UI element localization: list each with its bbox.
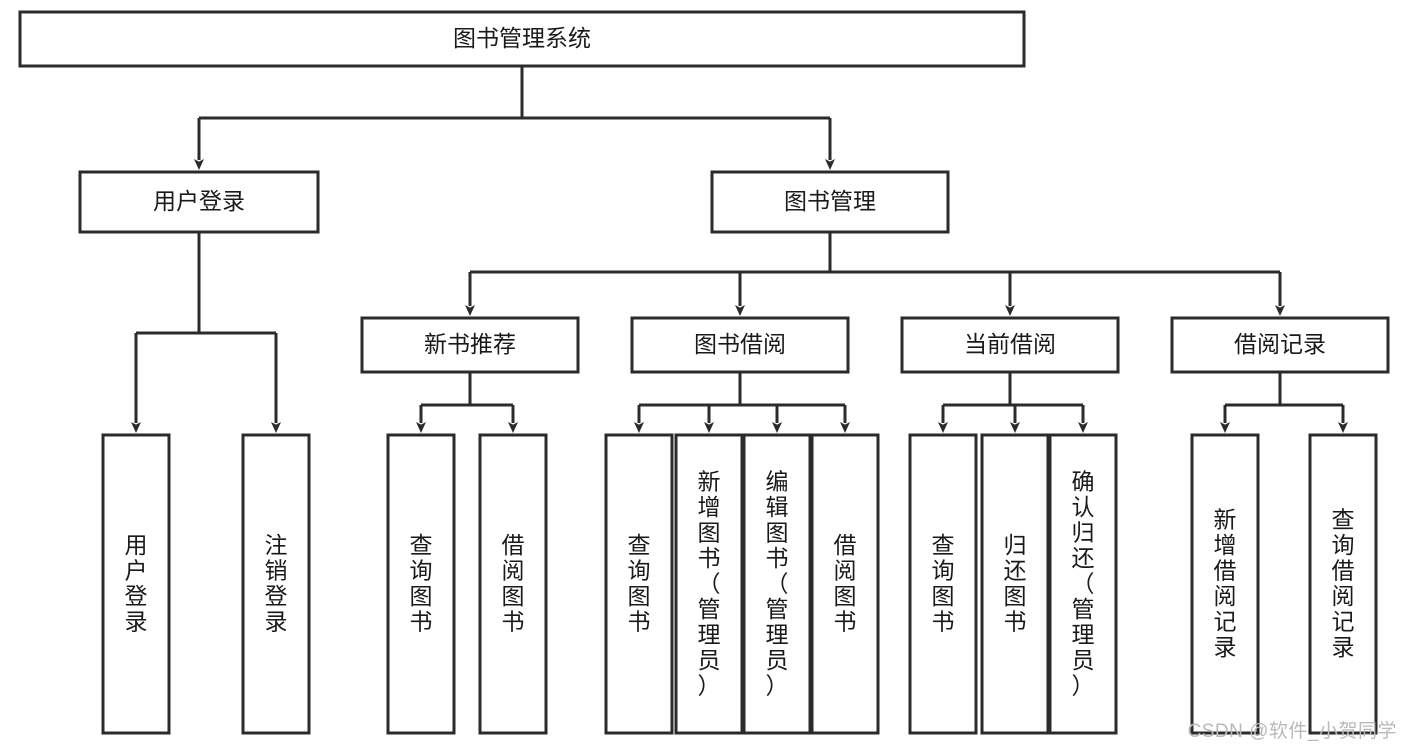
node-add-borrow-record[interactable]: 新增借阅记录	[1190, 433, 1260, 735]
node-label-root: 图书管理系统	[453, 25, 591, 51]
node-user-logout-action[interactable]: 注销登录	[241, 433, 311, 735]
node-box-new-book-recommend	[360, 316, 580, 374]
node-return-book[interactable]: 归还图书	[980, 433, 1050, 735]
node-book-management[interactable]: 图书管理	[710, 170, 950, 234]
node-query-book-2[interactable]: 查询图书	[604, 433, 674, 735]
node-box-confirm-return-admin	[1048, 433, 1118, 735]
node-label-user-logout-action: 注销登录	[265, 532, 288, 635]
node-box-borrow-book-1	[478, 433, 548, 735]
node-box-query-book-2	[604, 433, 674, 735]
node-label-book-borrow: 图书借阅	[694, 331, 786, 357]
node-root[interactable]: 图书管理系统	[18, 10, 1026, 68]
node-box-book-management	[710, 170, 950, 234]
node-label-add-book-admin: 新增图书（管理员）	[698, 468, 721, 698]
node-label-query-book-2: 查询图书	[628, 532, 651, 635]
node-box-root	[18, 10, 1026, 68]
node-query-book-3[interactable]: 查询图书	[908, 433, 978, 735]
node-borrow-record[interactable]: 借阅记录	[1170, 316, 1390, 374]
node-label-current-borrow: 当前借阅	[964, 331, 1056, 357]
node-label-user-login-action: 用户登录	[125, 532, 148, 635]
node-box-query-borrow-record	[1308, 433, 1378, 735]
watermark-text: CSDN @软件_小贺同学	[1187, 721, 1397, 742]
node-borrow-book-1[interactable]: 借阅图书	[478, 433, 548, 735]
node-label-user-login: 用户登录	[153, 188, 245, 214]
node-label-query-borrow-record: 查询借阅记录	[1332, 507, 1355, 661]
connector-layer	[131, 66, 1348, 433]
node-box-query-book-1	[386, 433, 456, 735]
node-box-add-borrow-record	[1190, 433, 1260, 735]
node-edit-book-admin[interactable]: 编辑图书（管理员）	[742, 433, 812, 735]
node-layer: 图书管理系统用户登录用户登录注销登录图书管理新书推荐查询图书借阅图书图书借阅查询…	[18, 10, 1390, 735]
node-label-return-book: 归还图书	[1004, 532, 1027, 635]
node-box-user-logout-action	[241, 433, 311, 735]
node-box-edit-book-admin	[742, 433, 812, 735]
node-box-borrow-book-2	[810, 433, 880, 735]
node-label-new-book-recommend: 新书推荐	[424, 331, 516, 357]
node-box-query-book-3	[908, 433, 978, 735]
node-query-book-1[interactable]: 查询图书	[386, 433, 456, 735]
node-box-user-login	[78, 170, 320, 234]
node-label-query-book-3: 查询图书	[932, 532, 955, 635]
node-box-user-login-action	[101, 433, 171, 735]
node-label-borrow-book-1: 借阅图书	[502, 532, 525, 635]
node-label-borrow-record: 借阅记录	[1234, 331, 1326, 357]
node-label-confirm-return-admin: 确认归还（管理员）	[1072, 468, 1095, 698]
node-box-current-borrow	[900, 316, 1120, 374]
node-label-add-borrow-record: 新增借阅记录	[1214, 507, 1237, 661]
node-new-book-recommend[interactable]: 新书推荐	[360, 316, 580, 374]
node-label-borrow-book-2: 借阅图书	[834, 532, 857, 635]
node-box-book-borrow	[630, 316, 850, 374]
node-confirm-return-admin[interactable]: 确认归还（管理员）	[1048, 433, 1118, 735]
node-box-borrow-record	[1170, 316, 1390, 374]
node-label-edit-book-admin: 编辑图书（管理员）	[766, 468, 789, 698]
node-user-login[interactable]: 用户登录	[78, 170, 320, 234]
node-label-book-management: 图书管理	[784, 188, 876, 214]
node-query-borrow-record[interactable]: 查询借阅记录	[1308, 433, 1378, 735]
node-add-book-admin[interactable]: 新增图书（管理员）	[674, 433, 744, 735]
node-box-add-book-admin	[674, 433, 744, 735]
node-box-return-book	[980, 433, 1050, 735]
node-borrow-book-2[interactable]: 借阅图书	[810, 433, 880, 735]
node-current-borrow[interactable]: 当前借阅	[900, 316, 1120, 374]
node-book-borrow[interactable]: 图书借阅	[630, 316, 850, 374]
node-label-query-book-1: 查询图书	[410, 532, 433, 635]
node-user-login-action[interactable]: 用户登录	[101, 433, 171, 735]
